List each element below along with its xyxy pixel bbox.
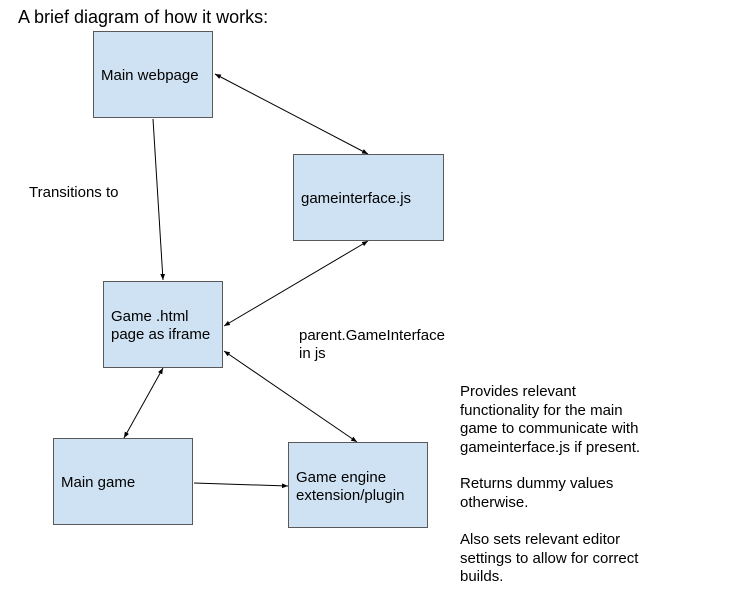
- note-line: settings to allow for correct: [460, 549, 639, 567]
- label-parent-gameinterface: parent.GameInterface in js: [299, 327, 445, 363]
- edge-game-html-engine-plugin: [223, 350, 358, 443]
- label-parent-line1: parent.GameInterface: [299, 327, 445, 344]
- note-line: otherwise.: [460, 493, 529, 511]
- node-main-webpage: Main webpage: [93, 31, 213, 118]
- node-game-engine-plugin: Game engine extension/plugin: [288, 442, 428, 528]
- note-line: gameinterface.js if present.: [460, 438, 641, 456]
- node-gameinterface-label: gameinterface.js: [301, 190, 412, 207]
- label-transitions-to: Transitions to: [29, 184, 119, 201]
- node-gameinterface-js: gameinterface.js: [293, 154, 444, 241]
- edge-webpage-gameinterface: [214, 73, 369, 155]
- note-line: Provides relevant: [460, 383, 576, 400]
- node-game-html-label-line1: Game .html: [111, 308, 189, 325]
- node-game-html-iframe: Game .html page as iframe: [103, 281, 223, 368]
- node-main-game-label: Main game: [61, 474, 136, 491]
- note-line: builds.: [460, 568, 504, 585]
- label-parent-line2: in js: [299, 345, 326, 362]
- node-game-html-label-line2: page as iframe: [111, 326, 211, 343]
- note-editor-settings: Also sets relevant editor settings to al…: [460, 531, 740, 587]
- note-line: Also sets relevant editor: [460, 531, 621, 548]
- node-main-webpage-label: Main webpage: [101, 67, 199, 84]
- note-line: Returns dummy values: [460, 475, 614, 492]
- edge-gameinterface-game-html: [223, 240, 369, 327]
- node-engine-plugin-label-line2: extension/plugin: [296, 487, 405, 504]
- note-line: game to communicate with: [460, 420, 639, 437]
- note-dummy-values: Returns dummy values otherwise.: [460, 475, 740, 512]
- edge-main-game-to-engine-plugin: [193, 482, 289, 489]
- node-engine-plugin-label-line1: Game engine: [296, 469, 387, 486]
- edge-game-html-main-game: [123, 367, 164, 439]
- note-line: functionality for the main: [460, 401, 623, 419]
- note-plugin-description: Provides relevant functionality for the …: [460, 383, 740, 457]
- edge-webpage-to-game-html: [152, 118, 166, 281]
- diagram-title: A brief diagram of how it works:: [18, 7, 269, 27]
- node-main-game: Main game: [53, 438, 193, 525]
